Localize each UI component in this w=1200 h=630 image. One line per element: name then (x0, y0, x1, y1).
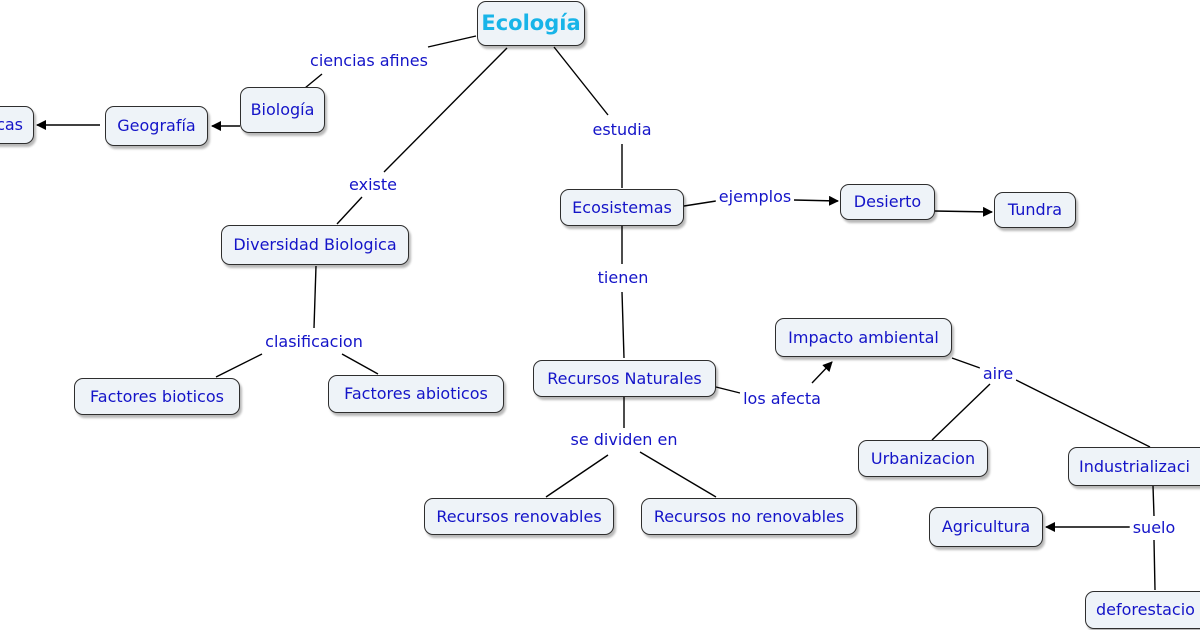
node-geografia[interactable]: Geografía (105, 106, 208, 146)
node-factores-abioticos[interactable]: Factores abioticos (328, 375, 504, 413)
link-estudia: estudia (589, 121, 655, 139)
edge-ecologia-ciencias-afines (427, 35, 477, 48)
node-biologia[interactable]: Biología (240, 87, 325, 133)
edge-ecologia-existe (383, 47, 508, 173)
edge-suelo-deforestacion (1153, 539, 1156, 591)
edge-recursos-los-afecta (715, 386, 741, 394)
node-impacto-ambiental[interactable]: Impacto ambiental (775, 318, 952, 357)
node-recursos-naturales[interactable]: Recursos Naturales (533, 360, 716, 397)
link-ejemplos: ejemplos (715, 188, 795, 206)
node-urbanizacion[interactable]: Urbanizacion (858, 440, 988, 477)
link-aire: aire (979, 365, 1017, 383)
edge-ecosistemas-ejemplos (683, 200, 717, 207)
link-clasificacion: clasificacion (262, 333, 366, 351)
edge-diversidad-clasificacion (313, 265, 317, 329)
edge-clasificacion-factores-abioticos (341, 353, 379, 375)
node-diversidad-biologica[interactable]: Diversidad Biologica (221, 225, 409, 265)
node-recursos-renovables[interactable]: Recursos renovables (424, 498, 614, 535)
link-suelo: suelo (1129, 519, 1179, 537)
edge-industrializacion-suelo (1152, 485, 1155, 517)
edge-se-dividen-no-renovables (639, 451, 717, 498)
edge-clasificacion-factores-bioticos (215, 353, 263, 378)
link-tienen: tienen (594, 269, 652, 287)
edge-ecologia-estudia (553, 46, 609, 116)
link-se-dividen-en: se dividen en (567, 431, 681, 449)
node-factores-bioticos[interactable]: Factores bioticos (74, 378, 240, 415)
edge-aire-urbanizacion (931, 383, 991, 441)
edge-ejemplos-desierto (793, 195, 839, 206)
edge-aire-industrializacion (1015, 379, 1151, 448)
link-los-afecta: los afecta (740, 390, 824, 408)
node-industrializacion[interactable]: Industrializaci (1068, 447, 1200, 486)
edge-ciencias-afines-biologia (304, 73, 323, 89)
edge-se-dividen-renovables (545, 454, 609, 498)
edge-desierto-tundra (933, 206, 993, 217)
node-deforestacion[interactable]: deforestacio (1085, 591, 1200, 629)
node-agricultura[interactable]: Agricultura (929, 507, 1043, 547)
node-desierto[interactable]: Desierto (840, 184, 935, 220)
edge-existe-diversidad (336, 196, 363, 225)
node-ecosistemas[interactable]: Ecosistemas (560, 189, 684, 226)
node-tundra[interactable]: Tundra (994, 192, 1076, 228)
node-recursos-no-renovables[interactable]: Recursos no renovables (641, 498, 857, 535)
edge-impacto-aire (951, 357, 981, 369)
link-ciencias-afines: ciencias afines (307, 52, 431, 70)
node-ecologia[interactable]: Ecología (477, 1, 585, 46)
node-offscreen-left[interactable]: cas (0, 106, 34, 144)
edge-los-afecta-impacto (811, 361, 833, 384)
edge-tienen-recursos (621, 291, 625, 359)
link-existe: existe (346, 176, 400, 194)
